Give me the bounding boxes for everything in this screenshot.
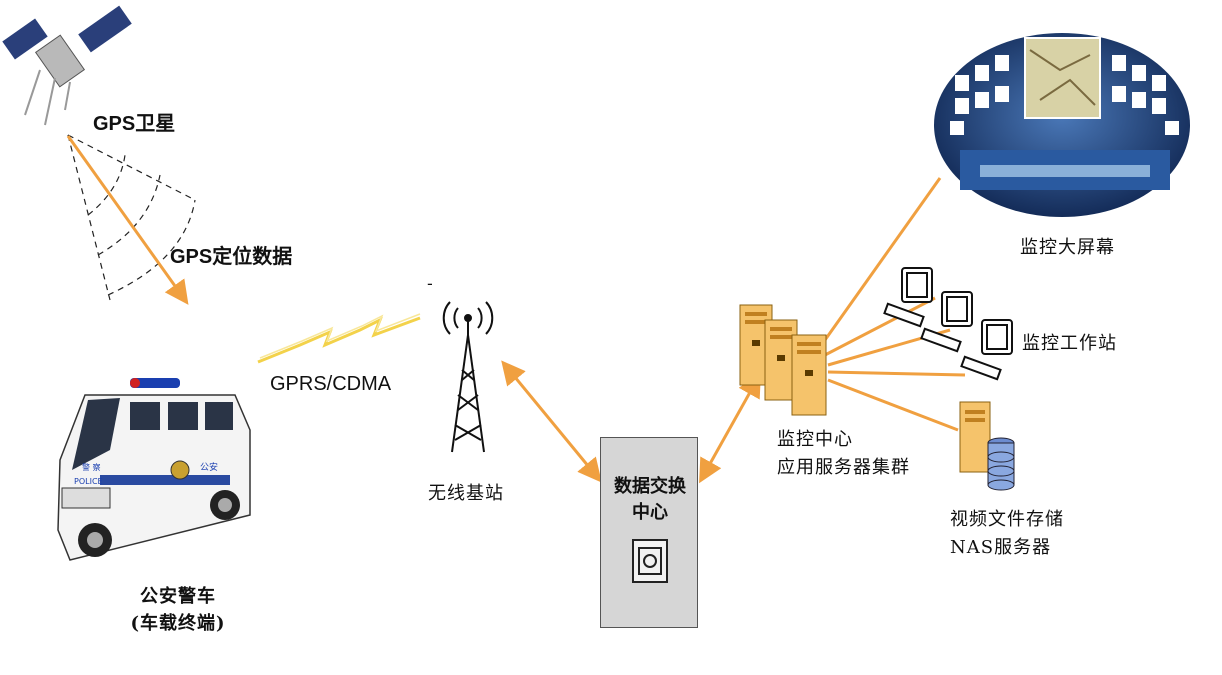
dash-mark: - [427,274,433,293]
svg-text:公安: 公安 [200,461,218,473]
gps-data-label: GPS定位数据 [170,246,293,268]
nas-label-line1: 视频文件存储 [950,509,1064,530]
police-car-label-line1: 公安警车 [140,586,216,607]
nas-server-icon [959,401,1015,491]
signal-cone [67,134,196,301]
svg-text:警 察: 警 察 [82,462,101,472]
server-cluster-icon [739,304,827,416]
gprs-label: GPRS/CDMA [270,373,392,395]
workstation-icons [883,267,1013,381]
switch-icon [632,539,668,583]
svg-text:POLICE: POLICE [74,477,103,486]
workstation-label: 监控工作站 [1022,333,1117,354]
police-car-icon: 警 察 POLICE 公安 [57,378,251,561]
radio-tower-icon [442,301,494,453]
nas-label-line2: NAS服务器 [950,537,1052,558]
gprs-zigzag [257,316,421,364]
exchange-server-arrow [699,372,761,484]
base-station-label: 无线基站 [428,483,504,504]
satellite-label: GPS卫星 [93,113,176,135]
exchange-title-line1: 数据交换 [614,476,686,497]
data-exchange-center: 数据交换 中心 [600,437,698,628]
tower-exchange-arrow [501,360,602,483]
big-screen-image [934,33,1190,217]
police-car-label-line2: (车载终端) [130,613,226,634]
server-cluster-label-line2: 应用服务器集群 [777,457,910,478]
big-screen-label: 监控大屏幕 [1020,237,1115,258]
server-cluster-label-line1: 监控中心 [777,429,853,450]
server-links [823,177,966,432]
gps-arrow [66,135,189,305]
exchange-title-line2: 中心 [632,502,668,523]
satellite-icon [2,5,132,126]
